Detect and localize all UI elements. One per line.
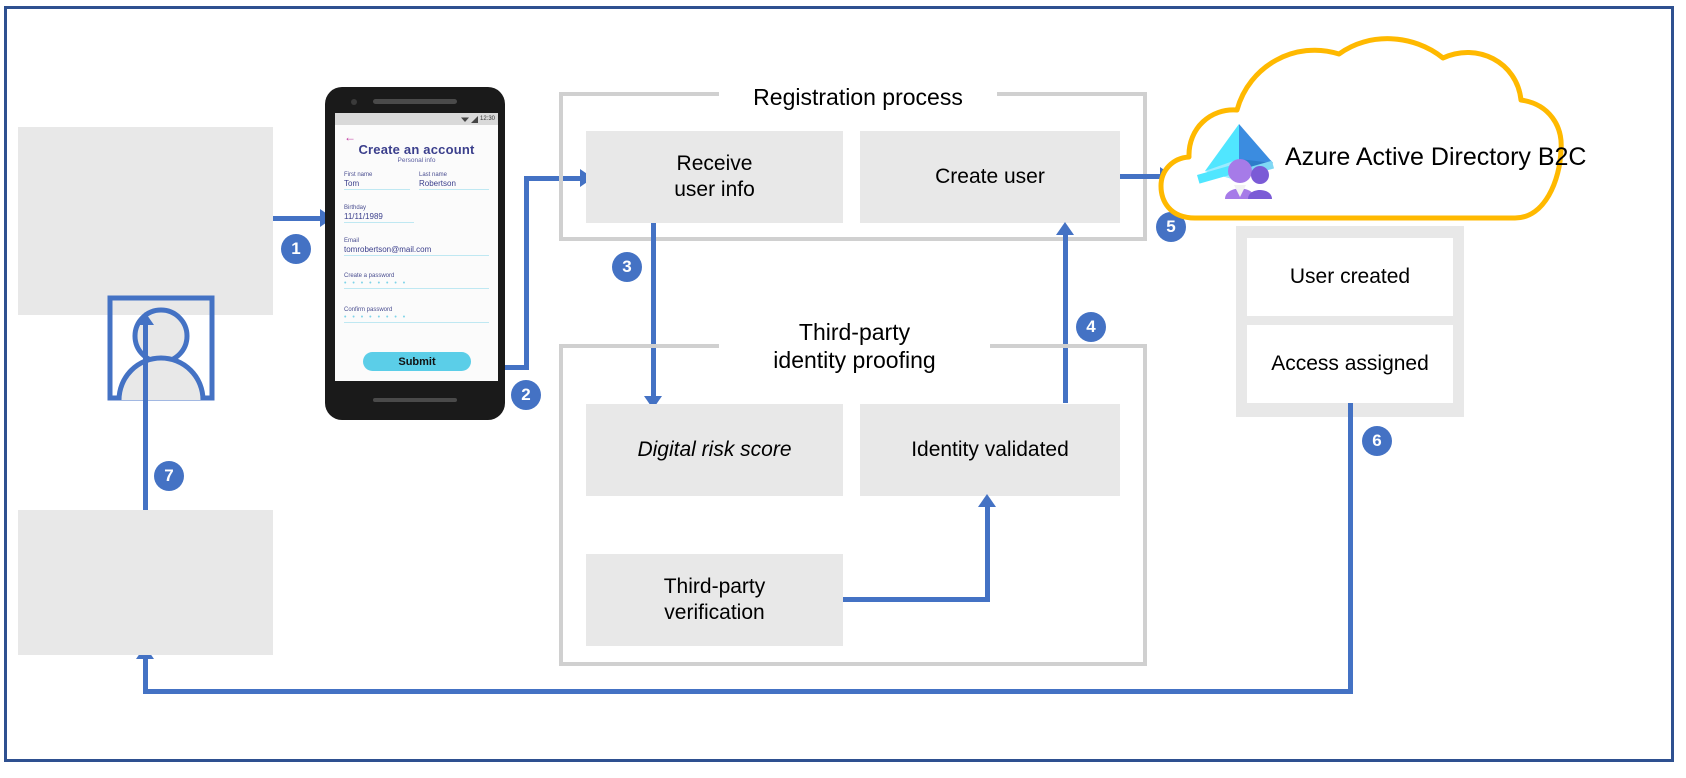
- status-time: 12:30: [479, 116, 495, 122]
- registration-frame-right: [1143, 92, 1147, 241]
- field-value: Robertson: [419, 179, 456, 188]
- field-value: • • • • • • • •: [344, 280, 408, 287]
- diagram-outer-border: [4, 6, 1674, 762]
- registration-frame-bottom: [559, 237, 1147, 241]
- field-label: First name: [344, 172, 373, 178]
- field-value: tomrobertson@mail.com: [344, 245, 432, 254]
- arrow-5-line: [1120, 174, 1168, 179]
- arrow-verification-head: [978, 494, 996, 507]
- azure-ad-b2c-logo-icon: [1197, 124, 1275, 199]
- arrow-2-seg-h1: [505, 365, 529, 370]
- form-subtitle: Personal info: [397, 157, 436, 164]
- field-value: Tom: [344, 179, 360, 188]
- step-badge-2: 2: [511, 380, 541, 410]
- phone-camera-icon: [351, 99, 357, 105]
- user-block: [18, 127, 273, 401]
- user-person-icon: [107, 295, 215, 401]
- arrow-4-head: [1056, 222, 1074, 235]
- step-badge-1: 1: [281, 234, 311, 264]
- thirdparty-frame-top-left: [559, 344, 719, 348]
- field-label: Create a password: [344, 273, 395, 279]
- registration-frame-left: [559, 92, 563, 241]
- registration-group-title: Registration process: [753, 84, 963, 110]
- box-label: Access assigned: [1271, 352, 1429, 376]
- box-third-party-verification: Third-party verification: [586, 554, 843, 646]
- box-label: User created: [1289, 265, 1411, 289]
- field-underline: [344, 222, 414, 223]
- field-create-password[interactable]: Create a password • • • • • • • •: [344, 273, 489, 289]
- signal-icon: [470, 115, 478, 123]
- arrow-3-line: [651, 223, 656, 403]
- field-label: Birthday: [344, 205, 367, 211]
- box-create-user: Create user: [860, 131, 1120, 223]
- box-label: Create user: [935, 165, 1045, 189]
- thirdparty-frame-left: [559, 344, 563, 666]
- step-badge-7: 7: [154, 461, 184, 491]
- box-label: Third-party verification: [663, 575, 766, 624]
- phone-home-indicator: [373, 398, 457, 402]
- registration-frame-top-right: [997, 92, 1147, 96]
- field-underline: [344, 189, 410, 190]
- registration-frame-top-left: [559, 92, 719, 96]
- phone-device: 12:30 ← Create an account Personal info …: [325, 87, 505, 420]
- thirdparty-frame-top-right: [990, 344, 1147, 348]
- field-label: Last name: [419, 172, 448, 178]
- phone-status-bar: 12:30: [335, 113, 498, 125]
- field-confirm-password[interactable]: Confirm password • • • • • • • •: [344, 307, 489, 323]
- thirdparty-group-title: Third-party identity proofing: [773, 319, 936, 373]
- arrow-6-seg-v-right: [1348, 403, 1353, 693]
- back-arrow-icon[interactable]: ←: [344, 130, 356, 144]
- step-badge-3: 3: [612, 252, 642, 282]
- arrow-1-line: [273, 216, 325, 221]
- thirdparty-frame-bottom: [559, 662, 1147, 666]
- box-receive-user-info: Receive user info: [586, 131, 843, 223]
- arrow-2-seg-v: [524, 176, 529, 370]
- box-identity-validated: Identity validated: [860, 404, 1120, 496]
- cloud-label: Azure Active Directory B2C: [1285, 143, 1587, 171]
- field-value: 11/11/1989: [344, 212, 383, 221]
- phone-form: ← Create an account Personal info First …: [335, 125, 498, 381]
- field-birthday[interactable]: Birthday 11/11/1989: [344, 205, 414, 223]
- form-title: Create an account: [358, 142, 475, 157]
- field-email[interactable]: Email tomrobertson@mail.com: [344, 238, 489, 256]
- phone-screen: 12:30 ← Create an account Personal info …: [335, 113, 498, 381]
- arrow-6-seg-h-bottom: [143, 689, 1353, 694]
- box-access-assigned: Access assigned: [1247, 325, 1453, 403]
- wifi-icon: [460, 117, 469, 122]
- arrow-6-seg-v-left: [143, 655, 148, 694]
- azure-cloud: [1155, 22, 1567, 222]
- arrow-2-seg-h2: [524, 176, 586, 181]
- field-underline: [344, 288, 489, 289]
- field-underline: [344, 322, 489, 323]
- step-badge-4: 4: [1076, 312, 1106, 342]
- box-digital-risk-score: Digital risk score: [586, 404, 843, 496]
- arrow-7-head: [136, 312, 154, 325]
- field-last-name[interactable]: Last name Robertson: [419, 172, 489, 190]
- submit-button[interactable]: Submit: [363, 352, 471, 371]
- box-label: Digital risk score: [637, 438, 792, 462]
- field-first-name[interactable]: First name Tom: [344, 172, 410, 190]
- arrow-7-line: [143, 322, 148, 510]
- field-label: Email: [344, 238, 360, 244]
- field-label: Confirm password: [344, 307, 393, 313]
- field-underline: [344, 255, 489, 256]
- field-underline: [419, 189, 489, 190]
- box-label: Identity validated: [911, 438, 1069, 462]
- phone-speaker-icon: [373, 99, 457, 104]
- arrow-verification-seg-h: [843, 597, 989, 602]
- arrow-4-line: [1063, 228, 1068, 403]
- step-badge-6: 6: [1362, 426, 1392, 456]
- access-approved-block: Access approved: [18, 510, 273, 655]
- thirdparty-frame-right: [1143, 344, 1147, 666]
- arrow-verification-seg-v: [985, 506, 990, 602]
- field-value: • • • • • • • •: [344, 314, 408, 321]
- box-user-created: User created: [1247, 238, 1453, 316]
- box-label: Receive user info: [674, 152, 755, 201]
